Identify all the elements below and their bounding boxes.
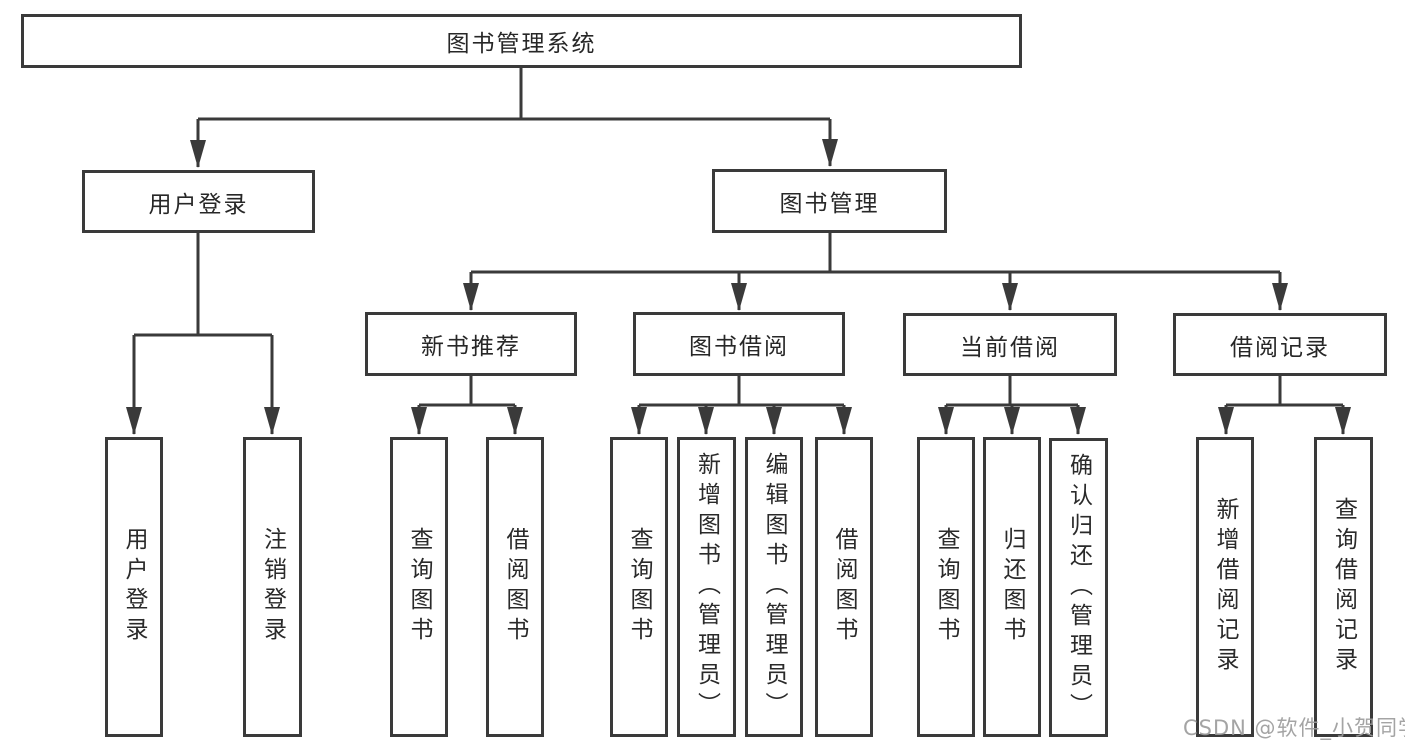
node-label: 用户登录 bbox=[121, 527, 147, 647]
leaf-query-books-current: 查询图书 bbox=[917, 437, 975, 737]
node-book-management: 图书管理 bbox=[712, 169, 947, 233]
node-new-book-recommendation: 新书推荐 bbox=[365, 312, 577, 376]
node-label: 归还图书 bbox=[999, 527, 1025, 647]
node-label: 查询图书 bbox=[626, 527, 652, 647]
leaf-add-book-admin: 新增图书（管理员） bbox=[677, 437, 736, 737]
leaf-user-login: 用户登录 bbox=[105, 437, 163, 737]
node-label: 借阅记录 bbox=[1230, 334, 1330, 361]
leaf-borrow-books-recommend: 借阅图书 bbox=[486, 437, 544, 737]
leaf-add-borrow-record: 新增借阅记录 bbox=[1196, 437, 1254, 737]
leaf-query-books-borrow: 查询图书 bbox=[610, 437, 668, 737]
node-label: 当前借阅 bbox=[960, 334, 1060, 361]
csdn-watermark: CSDN @软件_小贺同学 bbox=[1183, 716, 1405, 740]
node-label: 用户登录 bbox=[148, 191, 249, 218]
node-label: 注销登录 bbox=[259, 527, 286, 647]
leaf-borrow-books: 借阅图书 bbox=[815, 437, 873, 737]
leaf-confirm-return-admin: 确认归还（管理员） bbox=[1049, 438, 1108, 737]
node-label: 图书借阅 bbox=[689, 334, 789, 360]
leaf-edit-book-admin: 编辑图书（管理员） bbox=[745, 437, 803, 737]
node-book-borrowing: 图书借阅 bbox=[633, 312, 845, 376]
node-label: 编辑图书（管理员） bbox=[761, 452, 787, 722]
node-label: 新增借阅记录 bbox=[1212, 497, 1238, 677]
node-label: 借阅图书 bbox=[502, 527, 528, 647]
node-label: 查询图书 bbox=[933, 527, 959, 647]
node-borrowing-records: 借阅记录 bbox=[1173, 313, 1387, 376]
leaf-return-book: 归还图书 bbox=[983, 437, 1041, 737]
leaf-logout: 注销登录 bbox=[243, 437, 302, 737]
leaf-query-books-recommend: 查询图书 bbox=[390, 437, 448, 737]
node-label: 图书管理系统 bbox=[446, 31, 597, 57]
node-label: 查询图书 bbox=[406, 527, 432, 647]
node-label: 借阅图书 bbox=[831, 527, 857, 647]
node-label: 新书推荐 bbox=[421, 334, 521, 360]
node-user-login: 用户登录 bbox=[82, 170, 315, 233]
node-label: 图书管理 bbox=[779, 191, 880, 217]
leaf-query-borrow-record: 查询借阅记录 bbox=[1314, 437, 1373, 737]
node-current-borrowing: 当前借阅 bbox=[903, 313, 1117, 376]
node-label: 确认归还（管理员） bbox=[1065, 452, 1092, 723]
node-library-management-system: 图书管理系统 bbox=[21, 14, 1022, 68]
node-label: 查询借阅记录 bbox=[1330, 497, 1357, 677]
node-label: 新增图书（管理员） bbox=[693, 452, 720, 722]
